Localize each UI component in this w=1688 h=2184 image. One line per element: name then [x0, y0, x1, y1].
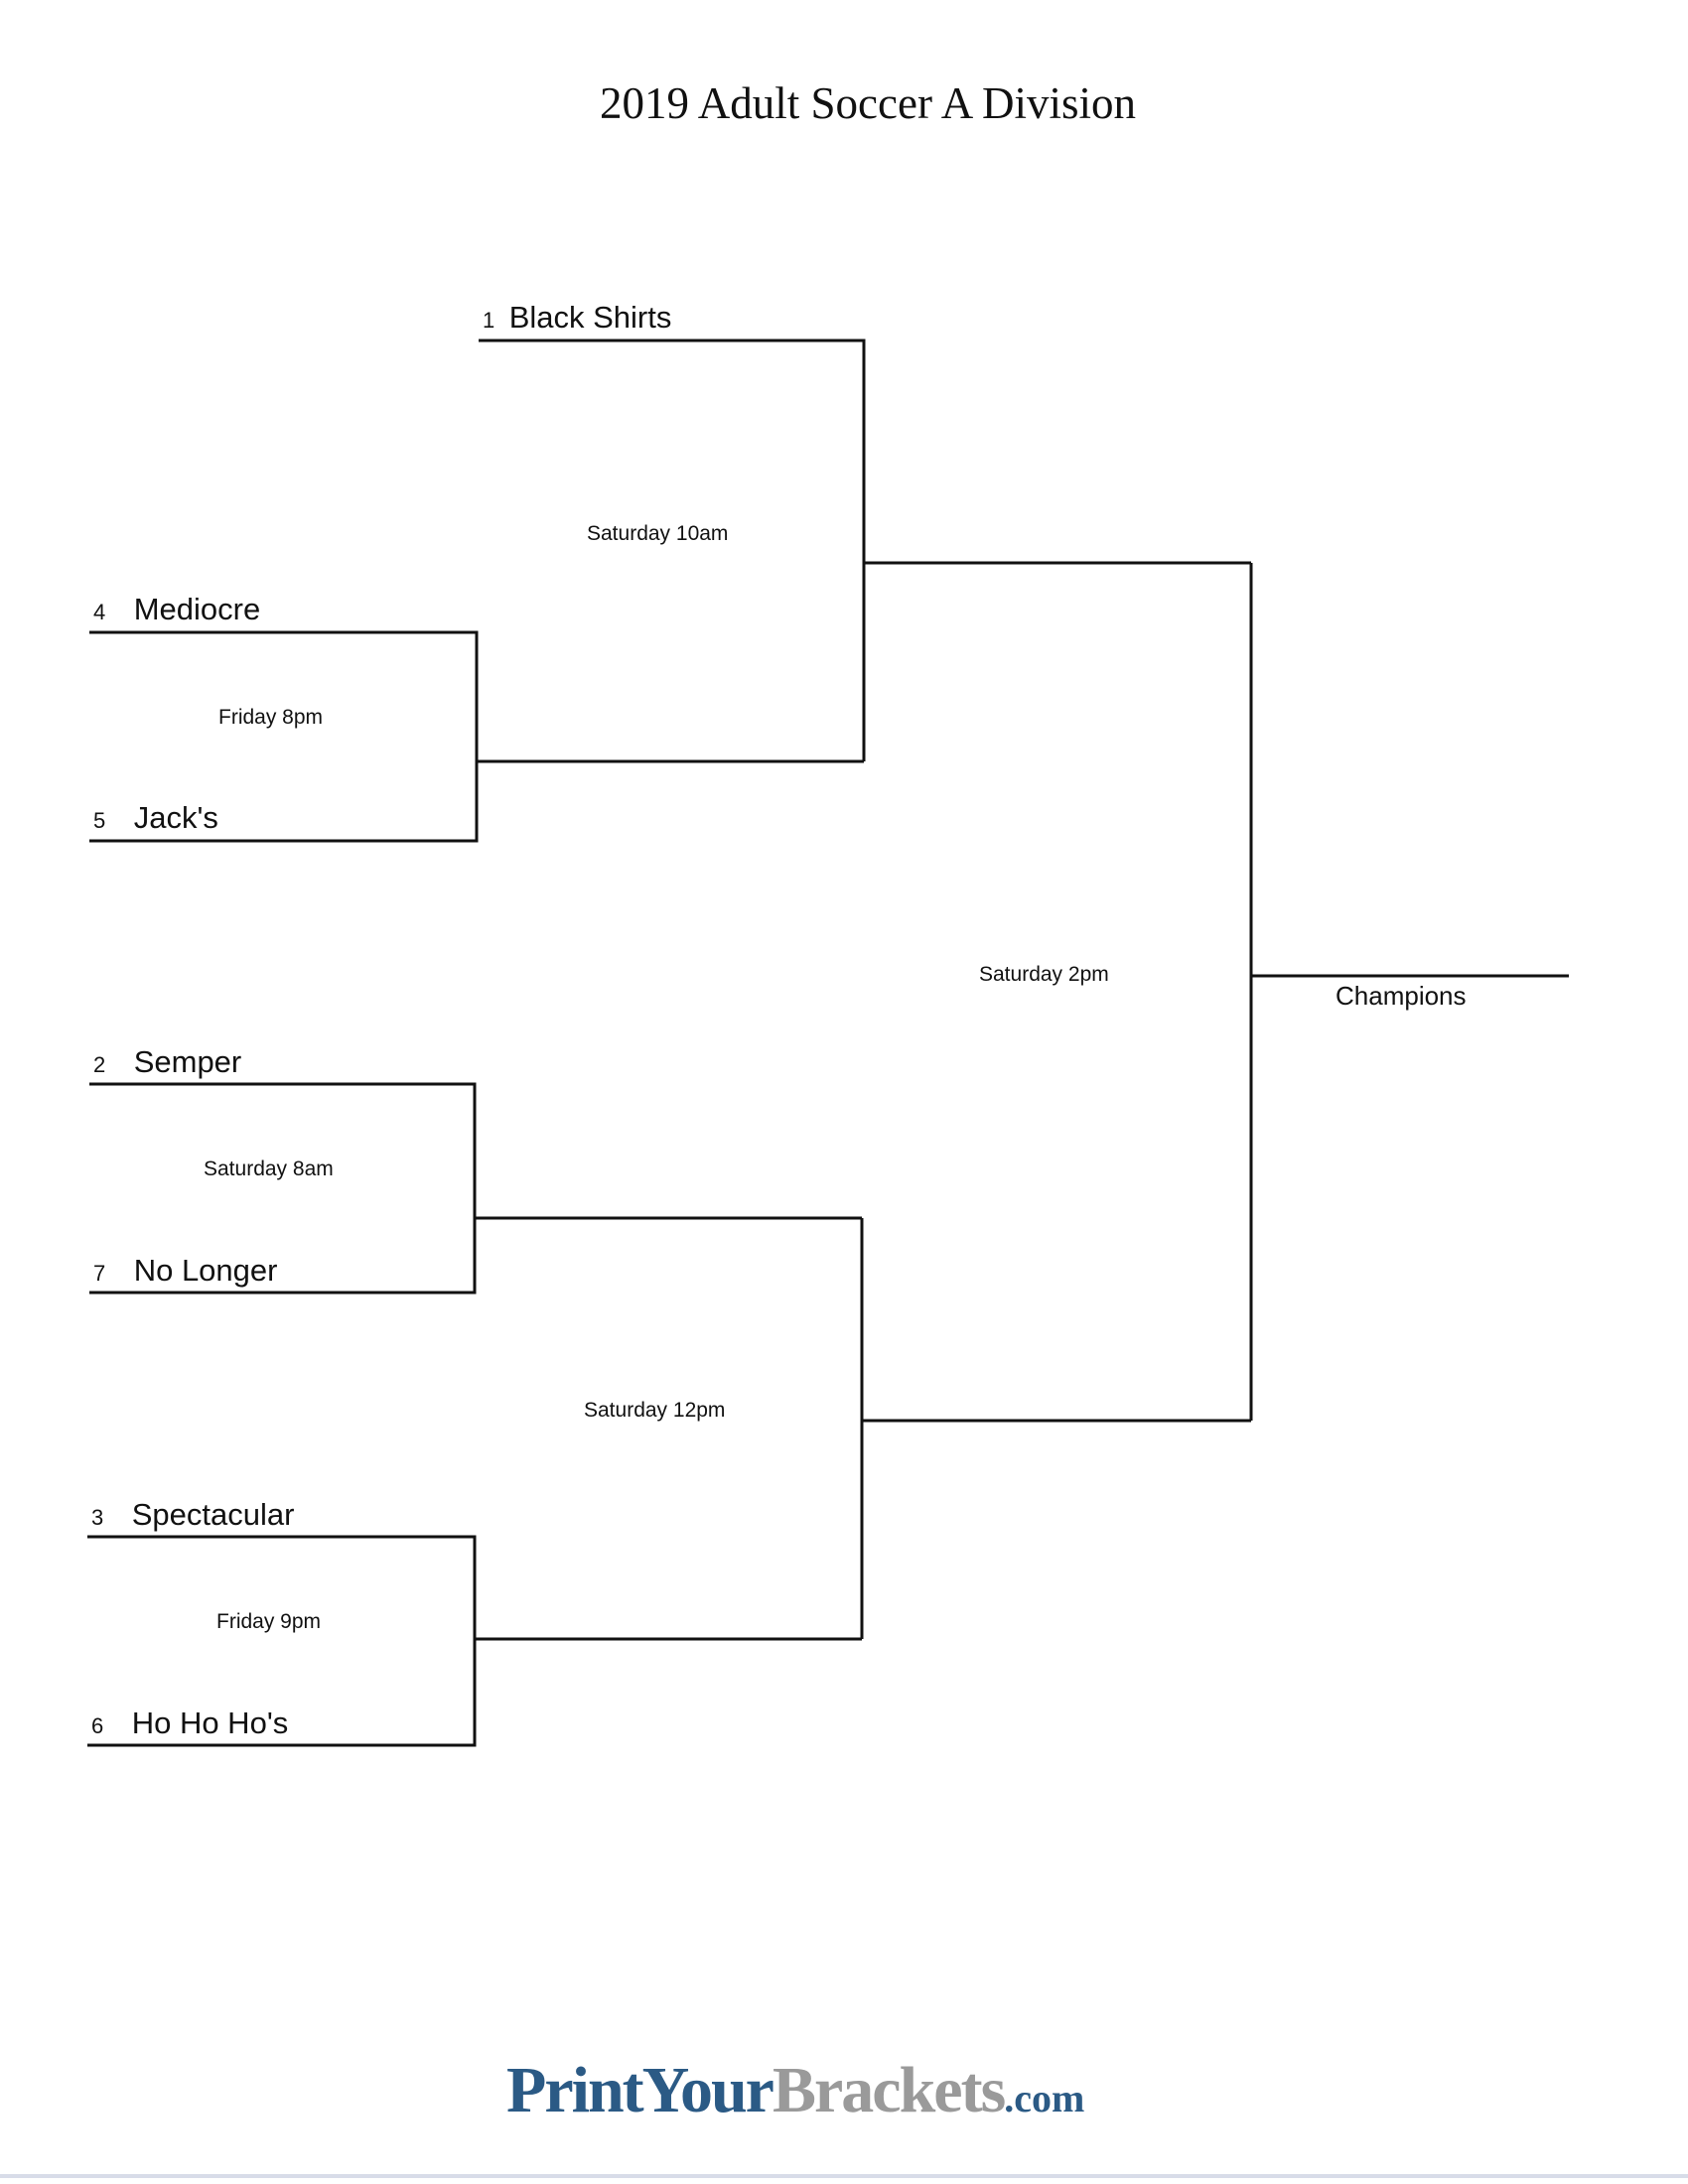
team-entry-jacks: 5 Jack's — [93, 800, 218, 836]
game-time-saturday-2pm: Saturday 2pm — [979, 963, 1109, 986]
bracket-line-seed1 — [479, 339, 866, 761]
seed-number: 1 — [483, 308, 495, 333]
bracket-line-game-friday8pm — [89, 630, 864, 843]
team-entry-no-longer: 7 No Longer — [93, 1253, 277, 1289]
game-time-saturday-10am: Saturday 10am — [587, 522, 729, 545]
team-entry-ho-ho-hos: 6 Ho Ho Ho's — [91, 1706, 288, 1741]
logo-part-brackets: Brackets — [772, 2054, 1006, 2126]
seed-number: 4 — [93, 600, 106, 624]
game-time-friday-9pm: Friday 9pm — [216, 1610, 322, 1633]
team-name: Mediocre — [133, 592, 261, 626]
team-name: Jack's — [133, 800, 218, 835]
team-entry-semper: 2 Semper — [93, 1044, 241, 1080]
team-name: Black Shirts — [508, 300, 672, 335]
team-entry-spectacular: 3 Spectacular — [91, 1497, 294, 1533]
logo-part-printyour: PrintYour — [506, 2054, 774, 2126]
team-entry-black-shirts: 1 Black Shirts — [483, 300, 671, 336]
champions-label: Champions — [1336, 981, 1467, 1011]
game-time-saturday-8am: Saturday 8am — [204, 1158, 334, 1180]
seed-number: 6 — [91, 1713, 104, 1738]
team-name: Spectacular — [131, 1497, 295, 1532]
team-name: Ho Ho Ho's — [131, 1706, 289, 1740]
game-time-saturday-12pm: Saturday 12pm — [584, 1399, 726, 1422]
page-title: 2019 Adult Soccer A Division — [600, 78, 1136, 128]
scan-edge — [0, 2174, 1688, 2178]
bracket-line-game-saturday8am — [89, 1082, 862, 1295]
bracket-line-game-friday9pm — [87, 1535, 862, 1747]
bracket-line-final — [1249, 563, 1569, 1421]
logo-part-com: .com — [1004, 2076, 1085, 2120]
seed-number: 7 — [93, 1261, 106, 1286]
team-name: No Longer — [133, 1253, 278, 1288]
seed-number: 3 — [91, 1505, 104, 1530]
team-name: Semper — [133, 1044, 242, 1079]
team-entry-mediocre: 4 Mediocre — [93, 592, 260, 627]
game-time-friday-8pm: Friday 8pm — [218, 706, 324, 729]
seed-number: 2 — [93, 1052, 106, 1077]
seed-number: 5 — [93, 808, 106, 833]
bracket-line-game-saturday12pm — [860, 1218, 1251, 1639]
printyourbrackets-logo: PrintYourBrackets.com — [506, 2053, 1084, 2128]
